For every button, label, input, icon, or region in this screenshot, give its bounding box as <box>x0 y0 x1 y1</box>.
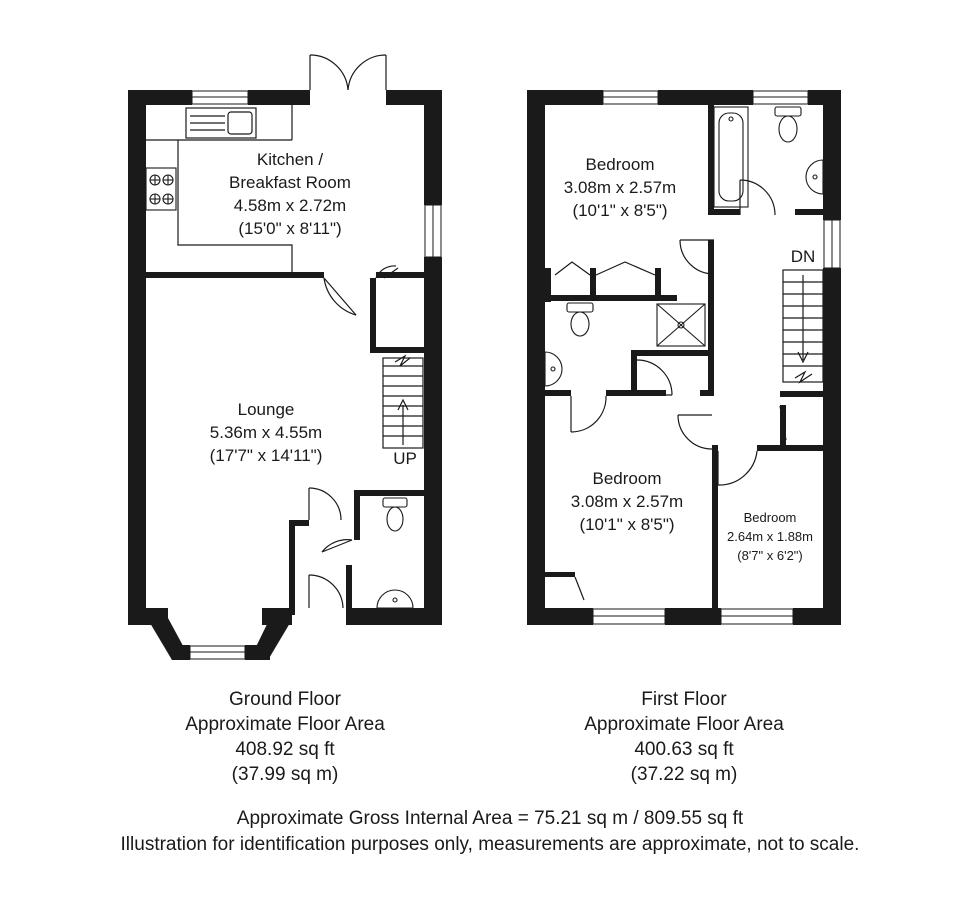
stairs-up-label: UP <box>393 449 417 468</box>
kitchen-name-line1: Kitchen / <box>257 150 323 169</box>
kitchen-name-line2: Breakfast Room <box>229 173 351 192</box>
ground-floor-name: Ground Floor <box>229 689 341 710</box>
ground-floor-plan: Kitchen / Breakfast Room 4.58m x 2.72m (… <box>128 54 442 660</box>
toilet-icon <box>774 106 802 143</box>
disclaimer: Illustration for identification purposes… <box>120 834 860 855</box>
ground-floor-area-label: Approximate Floor Area <box>185 714 385 735</box>
bedroom-3-imperial: (8'7" x 6'2") <box>737 548 803 563</box>
lounge-imperial: (17'7" x 14'11") <box>210 446 323 465</box>
first-floor-caption: First Floor Approximate Floor Area 400.6… <box>504 687 864 787</box>
bedroom-1-name: Bedroom <box>586 155 655 174</box>
basin-icon <box>805 159 824 195</box>
first-floor-area-sqm: (37.22 sq m) <box>630 764 738 785</box>
shower-icon <box>656 303 706 347</box>
bedroom-2-metric: 3.08m x 2.57m <box>571 492 683 511</box>
first-floor-walls <box>527 90 841 625</box>
first-floor-area-sqft: 400.63 sq ft <box>634 739 734 760</box>
floor-plan: Kitchen / Breakfast Room 4.58m x 2.72m (… <box>128 54 841 660</box>
toilet-icon <box>566 302 594 337</box>
gross-internal-area: Approximate Gross Internal Area = 75.21 … <box>236 808 744 829</box>
basin-icon <box>376 589 414 609</box>
first-floor-name: First Floor <box>641 689 727 710</box>
bath-icon <box>713 106 749 208</box>
lounge-metric: 5.36m x 4.55m <box>210 423 322 442</box>
kitchen-metric: 4.58m x 2.72m <box>234 196 346 215</box>
bedroom-3-name: Bedroom <box>744 510 797 525</box>
ground-floor-area-sqft: 408.92 sq ft <box>235 739 335 760</box>
stairs-down-label: DN <box>791 247 816 266</box>
lounge-label: Lounge 5.36m x 4.55m (17'7" x 14'11") <box>210 400 323 465</box>
first-floor-plan: Bedroom 3.08m x 2.57m (10'1" x 8'5") Bed… <box>527 90 841 625</box>
bedroom-2-label: Bedroom 3.08m x 2.57m (10'1" x 8'5") <box>571 469 683 534</box>
bedroom-1-label: Bedroom 3.08m x 2.57m (10'1" x 8'5") <box>564 155 676 220</box>
kitchen-worktop <box>146 105 293 272</box>
first-floor-area-label: Approximate Floor Area <box>584 714 784 735</box>
hob-icon <box>145 167 177 211</box>
kitchen-label: Kitchen / Breakfast Room 4.58m x 2.72m (… <box>229 150 351 238</box>
basin-icon <box>544 351 563 387</box>
bedroom-1-imperial: (10'1" x 8'5") <box>572 201 667 220</box>
first-floor-windows <box>592 90 841 625</box>
toilet-icon <box>382 497 408 532</box>
ground-floor-walls <box>128 90 442 660</box>
bedroom-3-metric: 2.64m x 1.88m <box>727 529 813 544</box>
bedroom-1-metric: 3.08m x 2.57m <box>564 178 676 197</box>
ground-floor-windows <box>189 90 442 660</box>
kitchen-imperial: (15'0" x 8'11") <box>238 219 341 238</box>
bedroom-2-imperial: (10'1" x 8'5") <box>579 515 674 534</box>
bedroom-2-name: Bedroom <box>593 469 662 488</box>
patio-door-swing <box>309 54 387 91</box>
bedroom-3-label: Bedroom 2.64m x 1.88m (8'7" x 6'2") <box>727 510 813 563</box>
ground-floor-doors <box>308 265 399 609</box>
stairs-up <box>382 354 424 449</box>
ground-floor-caption: Ground Floor Approximate Floor Area 408.… <box>105 687 465 787</box>
first-floor-doors <box>554 179 787 601</box>
ground-floor-area-sqm: (37.99 sq m) <box>231 764 339 785</box>
footer-notes: Approximate Gross Internal Area = 75.21 … <box>0 806 980 858</box>
lounge-name: Lounge <box>238 400 295 419</box>
stairs-down <box>782 269 824 384</box>
